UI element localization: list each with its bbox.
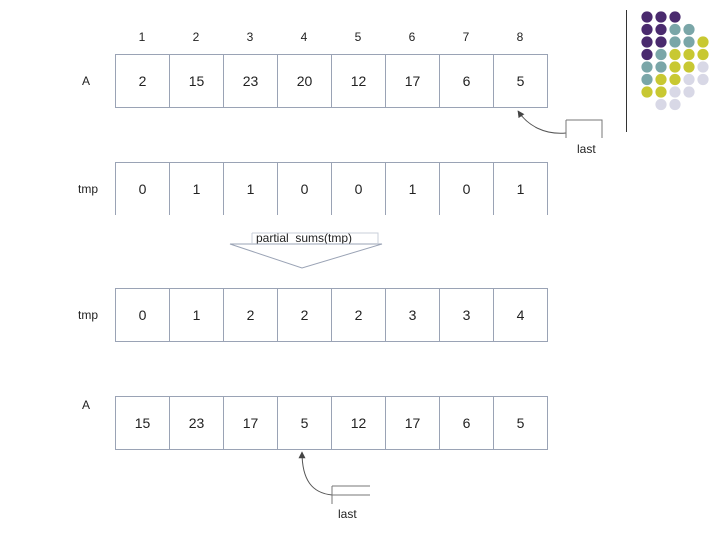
decorative-dot xyxy=(683,49,694,60)
decorative-dot xyxy=(669,86,680,97)
decorative-dot xyxy=(697,74,708,85)
last-pointer-box xyxy=(332,486,370,504)
transform-chevron xyxy=(230,244,382,268)
decorative-dot xyxy=(669,24,680,35)
decorative-dot xyxy=(669,74,680,85)
decorative-dot xyxy=(655,61,666,72)
decorative-dot-grid xyxy=(636,8,720,116)
decorative-dot xyxy=(683,24,694,35)
decorative-dot xyxy=(669,36,680,47)
decorative-dot xyxy=(641,74,652,85)
decorative-dot xyxy=(669,61,680,72)
decorative-dot xyxy=(669,99,680,110)
decorative-dot xyxy=(697,36,708,47)
decorative-dot xyxy=(697,61,708,72)
transform-chevron-label-box xyxy=(252,233,378,244)
last-pointer-box xyxy=(566,120,602,138)
decorative-dot xyxy=(655,74,666,85)
decorative-dot xyxy=(641,49,652,60)
decorative-dot xyxy=(669,49,680,60)
decorative-dot xyxy=(641,86,652,97)
decorative-dot xyxy=(641,24,652,35)
decorative-dot xyxy=(641,61,652,72)
decorative-dot xyxy=(683,36,694,47)
decorative-dot xyxy=(641,11,652,22)
last-pointer-arrow xyxy=(518,111,566,133)
last-pointer-arrow xyxy=(302,452,332,495)
decorative-dot xyxy=(683,61,694,72)
decorative-dot xyxy=(655,99,666,110)
decorative-dot xyxy=(655,11,666,22)
decorative-dot xyxy=(655,49,666,60)
decorative-dot xyxy=(655,36,666,47)
decorative-dot xyxy=(641,36,652,47)
decorative-dot xyxy=(683,74,694,85)
decorative-dot xyxy=(697,49,708,60)
divider-line xyxy=(626,10,627,132)
decorative-dot xyxy=(655,24,666,35)
decorative-dot xyxy=(683,86,694,97)
decorative-dot xyxy=(669,11,680,22)
decorative-dot xyxy=(655,86,666,97)
